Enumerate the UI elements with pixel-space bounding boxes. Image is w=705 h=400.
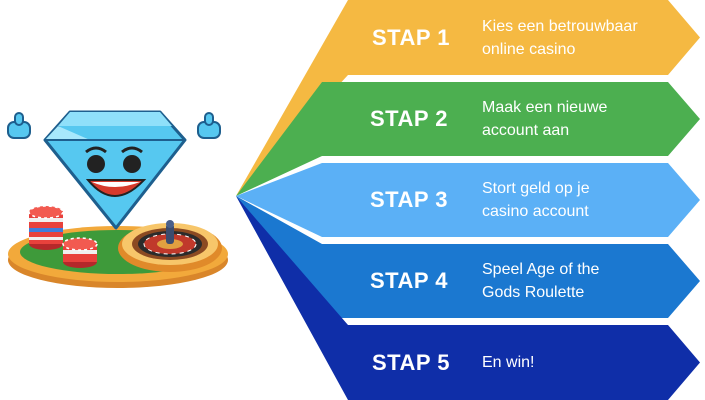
step-description-line: Maak een nieuwe [482, 99, 608, 116]
step-label-5: STAP 5 [372, 349, 450, 375]
step-description-line: Kies een betrouwbaar [482, 17, 638, 35]
step-description-line: Gods Roulette [482, 284, 585, 301]
diamond-mascot-icon [43, 110, 187, 230]
casino-chips-icon [28, 205, 98, 268]
step-label-4: STAP 4 [370, 268, 448, 293]
step-label-2: STAP 2 [370, 106, 448, 131]
thumbs-up-icon [7, 112, 221, 139]
step-description-line: online casino [482, 40, 576, 58]
step-description-line: Stort geld op je [482, 180, 590, 197]
step-arrow-4 [236, 196, 700, 318]
step-arrow-2 [236, 82, 700, 196]
mascot-illustration [7, 110, 228, 288]
step-description-line: Speel Age of the [482, 261, 600, 278]
roulette-wheel-icon [118, 220, 222, 272]
step-description-5: En win! [482, 351, 682, 374]
step-label-3: STAP 3 [370, 187, 448, 212]
step-description-3: Stort geld op je casino account [482, 177, 682, 223]
step-description-2: Maak een nieuwe account aan [482, 96, 682, 142]
step-arrow-1 [236, 0, 700, 196]
step-label-1: STAP 1 [372, 24, 450, 50]
step-description-1: Kies een betrouwbaar online casino [482, 15, 682, 61]
step-description-line: En win! [482, 354, 535, 371]
step-arrow-5 [236, 196, 700, 400]
step-arrow-3 [236, 163, 700, 237]
step-description-line: account aan [482, 122, 570, 139]
step-description-line: casino account [482, 203, 589, 220]
